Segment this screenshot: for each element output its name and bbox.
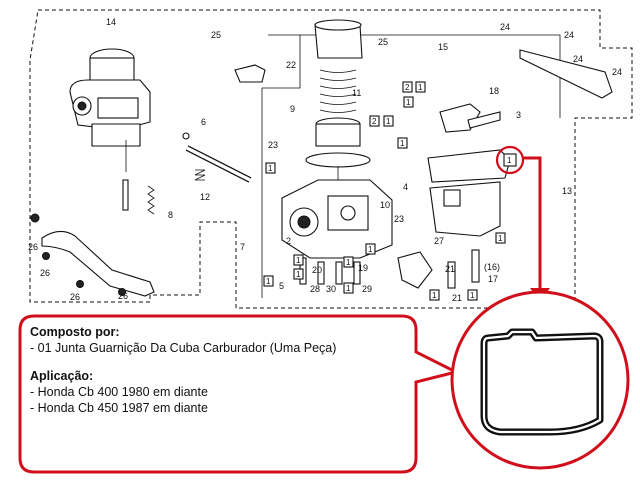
label-11: 11 xyxy=(352,88,361,98)
box-2b: 2 xyxy=(372,117,377,126)
label-28: 28 xyxy=(310,284,320,294)
label-14: 14 xyxy=(106,17,116,27)
label-25b: 25 xyxy=(378,37,388,47)
box-1m: 1 xyxy=(432,291,437,300)
box-1b: 1 xyxy=(406,98,411,107)
label-4: 4 xyxy=(403,182,408,192)
label-6: 6 xyxy=(201,117,206,127)
lever-3 xyxy=(467,111,501,129)
composition-heading: Composto por: xyxy=(30,325,120,339)
label-5: 5 xyxy=(279,281,284,291)
label-30: 30 xyxy=(326,284,336,294)
box-1g: 1 xyxy=(498,234,503,243)
label-20: 20 xyxy=(312,265,322,275)
rod-6 xyxy=(182,132,252,183)
label-13: 13 xyxy=(562,186,572,196)
label-15: 15 xyxy=(438,42,448,52)
box-1i: 1 xyxy=(296,270,301,279)
label-26d: 26 xyxy=(118,291,128,301)
label-26c: 26 xyxy=(70,292,80,302)
box-1c: 1 xyxy=(386,117,391,126)
float-chamber-4 xyxy=(427,149,511,237)
bracket-26 xyxy=(30,213,155,297)
jet-12 xyxy=(194,169,206,181)
box-1e: 1 xyxy=(268,164,273,173)
box-1f: 1 xyxy=(368,245,373,254)
carburetor-assembly-14 xyxy=(69,48,151,211)
spring-11 xyxy=(319,69,357,113)
box-1k: 1 xyxy=(346,284,351,293)
carburetor-body xyxy=(281,179,393,259)
label-25a: 25 xyxy=(211,30,221,40)
application-heading: Aplicação: xyxy=(30,369,94,383)
label-3: 3 xyxy=(516,110,521,120)
assembly-frame xyxy=(29,9,633,309)
box-1a: 1 xyxy=(418,83,423,92)
part-labels: 14 25 22 25 15 24 24 24 24 11 9 6 18 3 4… xyxy=(28,17,622,303)
label-17: 17 xyxy=(488,274,498,284)
label-24c: 24 xyxy=(573,54,583,64)
cap-15-top xyxy=(314,19,363,59)
callout-text: Composto por: - 01 Junta Guarnição Da Cu… xyxy=(30,324,410,416)
composition-item: - 01 Junta Guarnição Da Cuba Carburador … xyxy=(30,341,337,355)
bracket-15 xyxy=(519,49,613,99)
box-1n: 1 xyxy=(470,291,475,300)
label-9: 9 xyxy=(290,104,295,114)
label-18: 18 xyxy=(489,86,499,96)
box-1-highlighted: 1 xyxy=(507,156,512,165)
label-21b: 21 xyxy=(452,293,462,303)
label-22: 22 xyxy=(286,60,296,70)
label-8: 8 xyxy=(168,210,173,220)
piston-9 xyxy=(305,117,371,182)
box-1j: 1 xyxy=(346,258,351,267)
label-23a: 23 xyxy=(268,140,278,150)
label-24b: 24 xyxy=(564,30,574,40)
inner-frame xyxy=(261,34,561,298)
label-19: 19 xyxy=(358,263,368,273)
boxed-labels: 2 1 1 2 1 1 1 1 1 1 1 1 1 1 1 1 1 xyxy=(263,81,517,301)
application-item: - Honda Cb 450 1987 em diante xyxy=(30,401,208,415)
bracket-22 xyxy=(234,64,266,83)
box-1d: 1 xyxy=(400,139,405,148)
label-24d: 24 xyxy=(612,67,622,77)
label-2: 2 xyxy=(286,236,291,246)
spring-8 xyxy=(147,185,155,215)
label-23b: 23 xyxy=(394,214,404,224)
box-2a: 2 xyxy=(405,83,410,92)
label-26b: 26 xyxy=(40,268,50,278)
callout-bubble xyxy=(18,314,461,474)
label-27: 27 xyxy=(434,236,444,246)
application-item: - Honda Cb 400 1980 em diante xyxy=(30,385,208,399)
label-24a: 24 xyxy=(500,22,510,32)
gasket-zoom xyxy=(450,290,630,470)
label-7: 7 xyxy=(240,242,245,252)
box-1h: 1 xyxy=(296,256,301,265)
label-21a: 21 xyxy=(445,264,455,274)
label-16: (16) xyxy=(484,262,500,272)
box-1l: 1 xyxy=(266,277,271,286)
label-12: 12 xyxy=(200,192,210,202)
label-10: 10 xyxy=(380,200,390,210)
label-29: 29 xyxy=(362,284,372,294)
label-26a: 26 xyxy=(28,242,38,252)
